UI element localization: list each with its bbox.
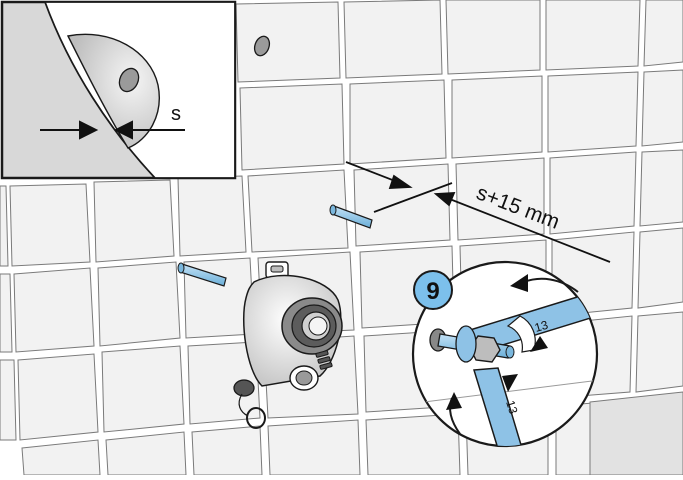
drain-fitting <box>243 261 343 391</box>
detail-inset: s <box>0 0 237 180</box>
zoom-detail: 13 13 <box>411 260 599 448</box>
arrowhead-icon <box>433 192 456 207</box>
arrowhead-icon <box>113 120 133 140</box>
wrench-size-lower: 13 <box>503 399 521 416</box>
mounting-pin-lower <box>177 262 227 287</box>
curved-arrow-icon <box>523 277 579 293</box>
floor-strip <box>589 391 683 476</box>
arrowhead-icon <box>502 374 518 392</box>
inset-dimension-arrows <box>40 120 185 140</box>
wrench-lower <box>473 367 532 446</box>
step-badge: 9 <box>413 270 453 310</box>
wall-drill-hole <box>253 35 271 57</box>
inset-hole <box>118 67 140 93</box>
fitting-screws <box>315 350 333 370</box>
inset-dimension-label: s <box>171 103 181 125</box>
arrowhead-icon <box>388 174 413 189</box>
mounting-pin-upper <box>329 204 373 229</box>
arrowhead-icon <box>530 336 548 352</box>
pin-dimension <box>345 161 611 263</box>
inset-cup <box>66 33 160 149</box>
wrench-size-upper: 13 <box>533 318 550 335</box>
drain-plug <box>233 379 266 429</box>
rotation-arrows <box>446 274 579 435</box>
arrowhead-icon <box>79 120 99 140</box>
step-number: 9 <box>426 278 439 305</box>
